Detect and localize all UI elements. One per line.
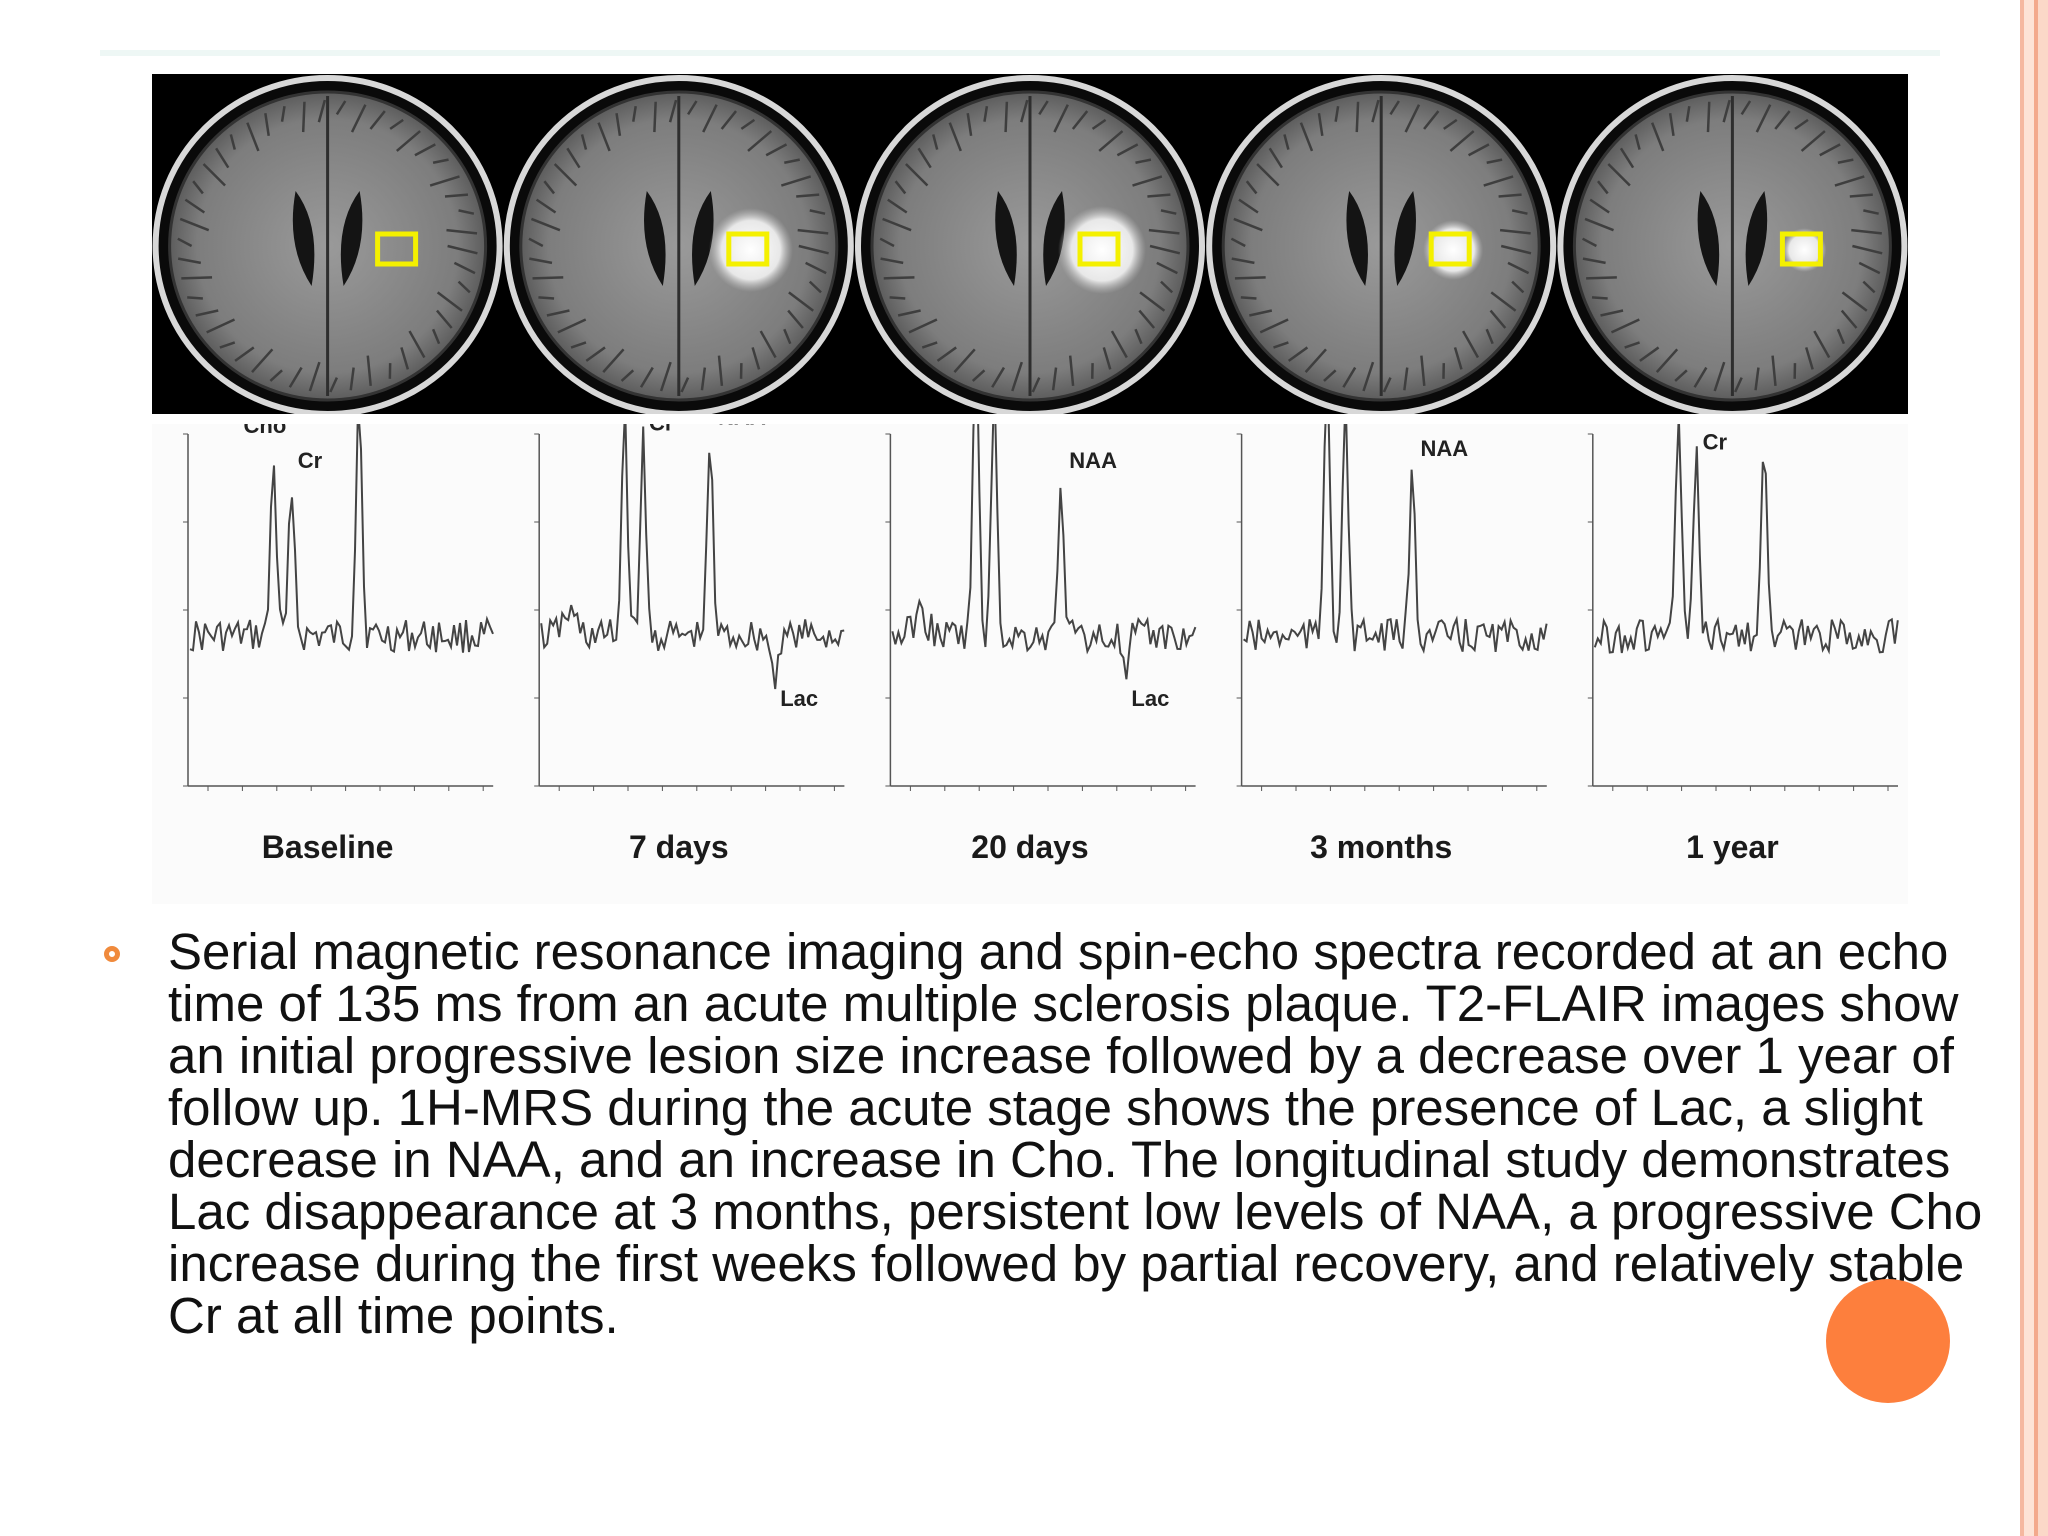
peak-label-lac: Lac [1131,686,1169,711]
mri-scans [152,75,1908,414]
peak-label-cr: Cr [649,424,674,436]
decorative-orange-dot [1826,1279,1950,1403]
time-point-label: 7 days [629,829,729,865]
mri-slice [152,75,503,414]
mri-slice [1557,75,1908,414]
time-point-label: 20 days [971,829,1088,865]
mri-slice [855,75,1205,414]
time-point-label: Baseline [262,829,394,865]
title-divider [100,50,1940,56]
time-point-label: 3 months [1310,829,1452,865]
bullet-ring-icon [104,946,120,962]
spectrum-plot: ChoCrNAALac20 days [885,424,1197,865]
mri-slice [503,75,854,414]
spectrum-plot: ChoCrNAA3 months [1236,424,1548,865]
spectrum-plot: ChoCrNAA1 year [1587,424,1899,865]
peak-label-cr: Cr [1703,429,1728,454]
mri-slice [1206,75,1557,414]
spectrum-plot: ChoCrNAALac7 days [534,424,845,865]
peak-label-naa: NAA [1421,436,1469,461]
caption-text: Serial magnetic resonance imaging and sp… [168,923,1983,1344]
spectrum-plot: ChoCrNAABaseline [183,424,494,865]
peak-label-naa: NAA [1069,448,1117,473]
peak-label-lac: Lac [780,686,818,711]
peak-label-cho: Cho [244,424,287,438]
time-point-label: 1 year [1686,829,1779,865]
mrs-spectra: ChoCrNAABaselineChoCrNAALac7 daysChoCrNA… [183,424,1899,865]
mri-figure: ChoCrNAABaselineChoCrNAALac7 daysChoCrNA… [152,74,1908,904]
peak-label-cr: Cr [298,448,323,473]
peak-label-naa: NAA [718,424,766,430]
mri-image-strip [152,74,1908,414]
spectra-panel: ChoCrNAABaselineChoCrNAALac7 daysChoCrNA… [152,424,1908,904]
slide-border-decoration [1958,0,2048,1536]
